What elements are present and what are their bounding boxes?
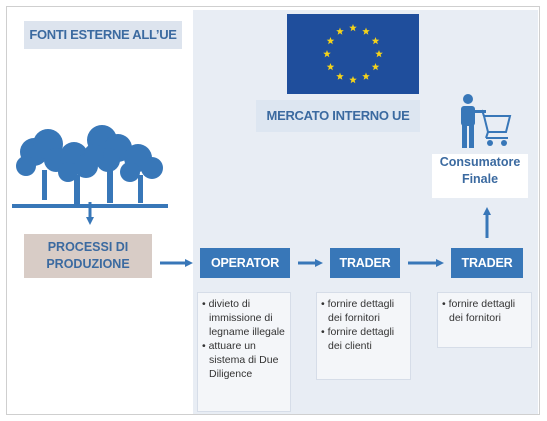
operator-note-2: • attuare un sistema di Due Diligence — [202, 340, 279, 380]
trader1-note-1: • fornire dettagli dei fornitori — [321, 298, 395, 324]
eu-flag-icon — [287, 14, 419, 94]
eu-star — [375, 50, 383, 58]
production-label-line2: PRODUZIONE — [46, 257, 130, 271]
trader1-notes: • fornire dettagli dei fornitori • forni… — [316, 292, 411, 380]
internal-market-label: MERCATO INTERNO UE — [256, 100, 420, 132]
operator-note-1: • divieto di immissione di legname illeg… — [202, 298, 285, 338]
consumer-label-line1: Consumatore — [439, 155, 521, 169]
consumer-label-line2: Finale — [461, 172, 499, 186]
production-processes-box: PROCESSI DI PRODUZIONE — [24, 234, 152, 278]
eu-star — [362, 72, 370, 80]
eu-star — [362, 27, 370, 35]
shopper-cart-icon — [461, 94, 512, 148]
trader2-note-1: • fornire dettagli dei fornitori — [442, 298, 516, 324]
operator-notes: • divieto di immissione di legname illeg… — [197, 292, 291, 412]
eu-star — [349, 76, 357, 84]
eu-star — [326, 37, 335, 45]
final-consumer-box: Consumatore Finale — [432, 154, 528, 198]
eu-star — [336, 72, 344, 80]
trader-box-1: TRADER — [330, 248, 400, 278]
eu-star — [349, 24, 357, 32]
eu-star — [326, 63, 335, 71]
trees-icon — [12, 125, 168, 208]
eu-star — [323, 50, 331, 58]
trader1-note-2: • fornire dettagli dei clienti — [321, 326, 395, 352]
eu-star — [371, 37, 380, 45]
eu-star — [336, 27, 344, 35]
trader-box-2: TRADER — [451, 248, 523, 278]
production-label-line1: PROCESSI DI — [47, 240, 129, 254]
external-sources-label: FONTI ESTERNE ALL’UE — [24, 21, 182, 49]
eu-star — [371, 63, 380, 71]
operator-box: OPERATOR — [200, 248, 290, 278]
trader2-notes: • fornire dettagli dei fornitori — [437, 292, 532, 348]
